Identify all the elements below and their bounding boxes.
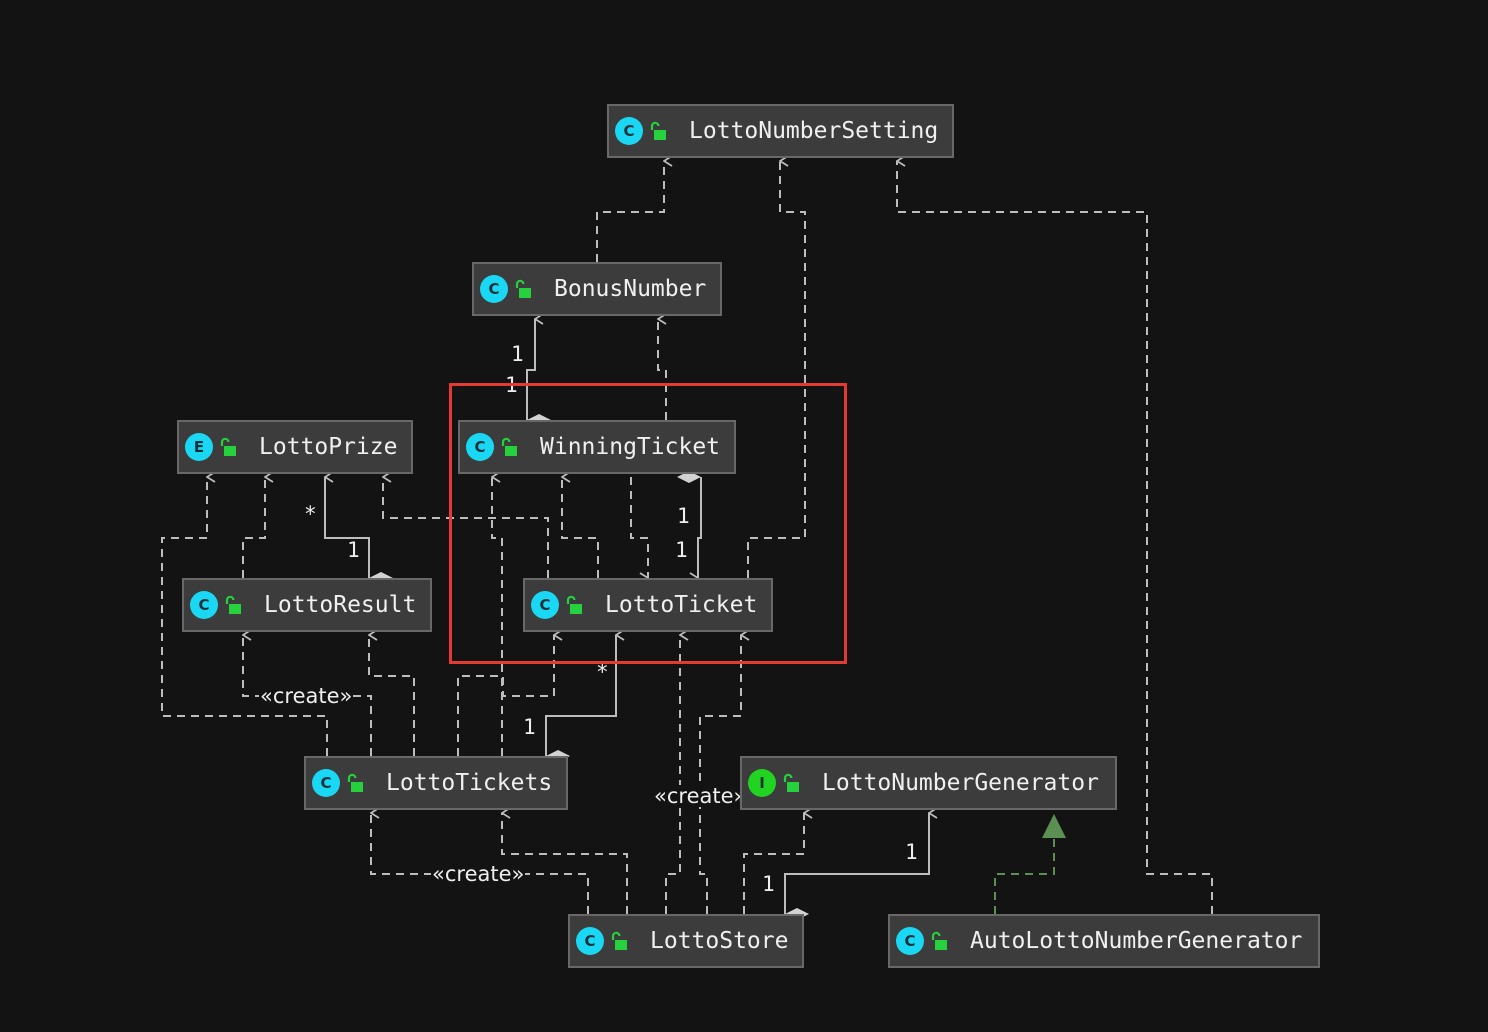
- multiplicity-label: 1: [523, 715, 536, 739]
- edge-ticket-winning: [561, 477, 599, 578]
- composition-edges: [324, 319, 929, 914]
- class-icon: C: [531, 591, 559, 619]
- public-lock-icon: [566, 595, 582, 614]
- public-lock-icon: [650, 121, 666, 140]
- class-icon: C: [480, 275, 508, 303]
- edge-bonus-setting: [596, 161, 664, 262]
- public-lock-icon: [611, 931, 627, 950]
- edge-tickets-result: [368, 635, 415, 756]
- class-name-label: WinningTicket: [540, 434, 721, 460]
- public-lock-icon: [501, 437, 517, 456]
- edge-store-tickets: [501, 813, 628, 914]
- public-lock-icon: [783, 773, 799, 792]
- public-lock-icon: [931, 931, 947, 950]
- class-node-lottoticket[interactable]: C LottoTicket: [523, 578, 773, 632]
- edge-store-generator: [743, 813, 804, 914]
- class-icon: C: [190, 591, 218, 619]
- edge-tickets-ticket-composition: [545, 635, 616, 756]
- enum-icon: E: [185, 433, 213, 461]
- class-icon: C: [896, 927, 924, 955]
- class-node-bonusnumber[interactable]: C BonusNumber: [472, 262, 722, 316]
- multiplicity-label: 1: [675, 538, 688, 562]
- public-lock-icon: [220, 437, 236, 456]
- multiplicity-label: 1: [347, 538, 360, 562]
- class-icon: C: [466, 433, 494, 461]
- dependency-edges: [161, 161, 1213, 914]
- class-icon: C: [312, 769, 340, 797]
- class-name-label: LottoTicket: [605, 592, 758, 618]
- class-name-label: LottoNumberGenerator: [822, 770, 1099, 796]
- multiplicity-label: 1: [511, 342, 524, 366]
- create-stereotype-label: «create»: [431, 862, 526, 886]
- multiplicity-label: 1: [677, 504, 690, 528]
- edge-ticket-prize: [382, 477, 549, 578]
- edge-tickets-ticket: [457, 635, 554, 756]
- interface-icon: I: [748, 769, 776, 797]
- class-node-lottoprize[interactable]: E LottoPrize: [177, 420, 413, 474]
- multiplicity-label: 1: [762, 872, 775, 896]
- class-node-autolottonumbergenerator[interactable]: C AutoLottoNumberGenerator: [888, 914, 1320, 968]
- class-name-label: LottoResult: [264, 592, 417, 618]
- edge-tickets-result-create: [242, 635, 372, 756]
- edge-auto-generator-realization: [994, 837, 1055, 914]
- class-node-lottonumbersetting[interactable]: C LottoNumberSetting: [607, 104, 954, 158]
- class-node-lottostore[interactable]: C LottoStore: [568, 914, 804, 968]
- class-node-lottoresult[interactable]: C LottoResult: [182, 578, 432, 632]
- edge-auto-setting: [896, 161, 1213, 914]
- edge-winning-bonus: [657, 319, 667, 420]
- edge-store-ticket: [665, 635, 680, 914]
- class-name-label: LottoNumberSetting: [689, 118, 939, 144]
- create-stereotype-label: «create»: [259, 684, 354, 708]
- class-name-label: LottoTickets: [386, 770, 553, 796]
- class-node-lottotickets[interactable]: C LottoTickets: [304, 756, 568, 810]
- edge-winning-bonus-composition: [526, 319, 535, 420]
- edge-result-prize: [242, 477, 265, 578]
- public-lock-icon: [515, 279, 531, 298]
- class-node-lottonumbergenerator[interactable]: I LottoNumberGenerator: [740, 756, 1117, 810]
- multiplicity-label: 1: [905, 840, 918, 864]
- create-stereotype-label: «create»: [653, 784, 748, 808]
- edge-ticket-setting: [747, 161, 806, 578]
- class-name-label: LottoPrize: [259, 434, 398, 460]
- multiplicity-label: 1: [505, 373, 518, 397]
- class-name-label: AutoLottoNumberGenerator: [970, 928, 1303, 954]
- edge-store-tickets-create: [370, 813, 589, 914]
- class-icon: C: [615, 117, 643, 145]
- public-lock-icon: [225, 595, 241, 614]
- edge-tickets-prize: [161, 477, 328, 756]
- realization-arrowhead: [1042, 814, 1066, 838]
- class-node-winningticket[interactable]: C WinningTicket: [458, 420, 736, 474]
- edge-winning-ticket: [630, 477, 649, 578]
- edge-store-generator-composition: [784, 813, 929, 914]
- edge-store-ticket-create: [699, 635, 741, 914]
- edge-winning-ticket-composition: [698, 477, 702, 578]
- public-lock-icon: [347, 773, 363, 792]
- edge-tickets-winning: [491, 477, 503, 756]
- multiplicity-label: *: [596, 660, 609, 684]
- multiplicity-label: *: [304, 502, 317, 526]
- class-name-label: BonusNumber: [554, 276, 707, 302]
- class-icon: C: [576, 927, 604, 955]
- edge-result-prize-composition: [324, 477, 369, 578]
- class-name-label: LottoStore: [650, 928, 789, 954]
